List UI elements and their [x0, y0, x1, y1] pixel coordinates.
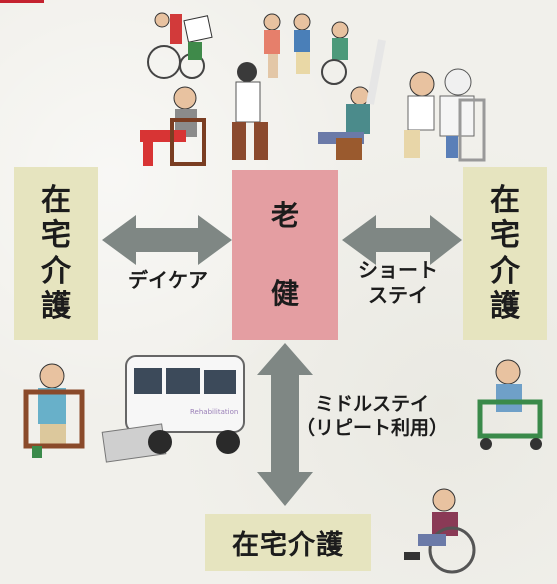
facility-char-1: 老 — [270, 199, 299, 232]
home-care-char-4: 護 — [490, 288, 520, 324]
middle-stay-label: ミドルステイ （リピート利用） — [287, 393, 457, 441]
home-care-char-4: 護 — [41, 288, 71, 324]
short-stay-line-1: ショート — [358, 258, 438, 282]
home-care-char-2: 宅 — [41, 218, 71, 254]
middle-stay-line-1: ミドルステイ — [314, 393, 429, 415]
home-care-char-1: 在 — [41, 182, 71, 218]
home-care-char-3: 介 — [490, 253, 520, 289]
short-stay-label: ショート ステイ — [340, 258, 456, 308]
red-corner-mark — [0, 0, 44, 3]
home-care-char-1: 在 — [490, 182, 520, 218]
rouken-facility-box: 老 健 — [232, 170, 338, 340]
short-stay-line-2: ステイ — [368, 283, 428, 307]
rehab-van-illustration: Rehabilitation — [101, 355, 245, 463]
arrow-middle-stay — [257, 343, 313, 506]
middle-stay-line-2: （リピート利用） — [295, 416, 448, 439]
wheelchair-elder-illustration — [404, 488, 476, 574]
home-care-box-left: 在 宅 介 護 — [14, 167, 98, 340]
day-care-label: デイケア — [128, 268, 208, 292]
arrow-short-stay — [342, 215, 462, 265]
leg-exercise-illustration — [140, 86, 206, 166]
painting-wheelchair-illustration — [147, 12, 213, 79]
home-care-box-bottom: 在宅介護 — [205, 514, 371, 571]
walker-elder-illustration — [477, 359, 543, 450]
facility-char-2: 健 — [270, 277, 299, 310]
home-care-box-right: 在 宅 介 護 — [463, 167, 547, 340]
exercise-group-illustration — [232, 13, 386, 160]
van-label: Rehabilitation — [190, 408, 238, 416]
standing-assist-illustration — [404, 68, 486, 162]
home-care-bottom-label: 在宅介護 — [232, 530, 344, 561]
arrow-day-care — [102, 215, 232, 265]
home-care-char-2: 宅 — [490, 218, 520, 254]
home-care-char-3: 介 — [41, 253, 71, 289]
seated-elder-illustration — [23, 363, 85, 458]
